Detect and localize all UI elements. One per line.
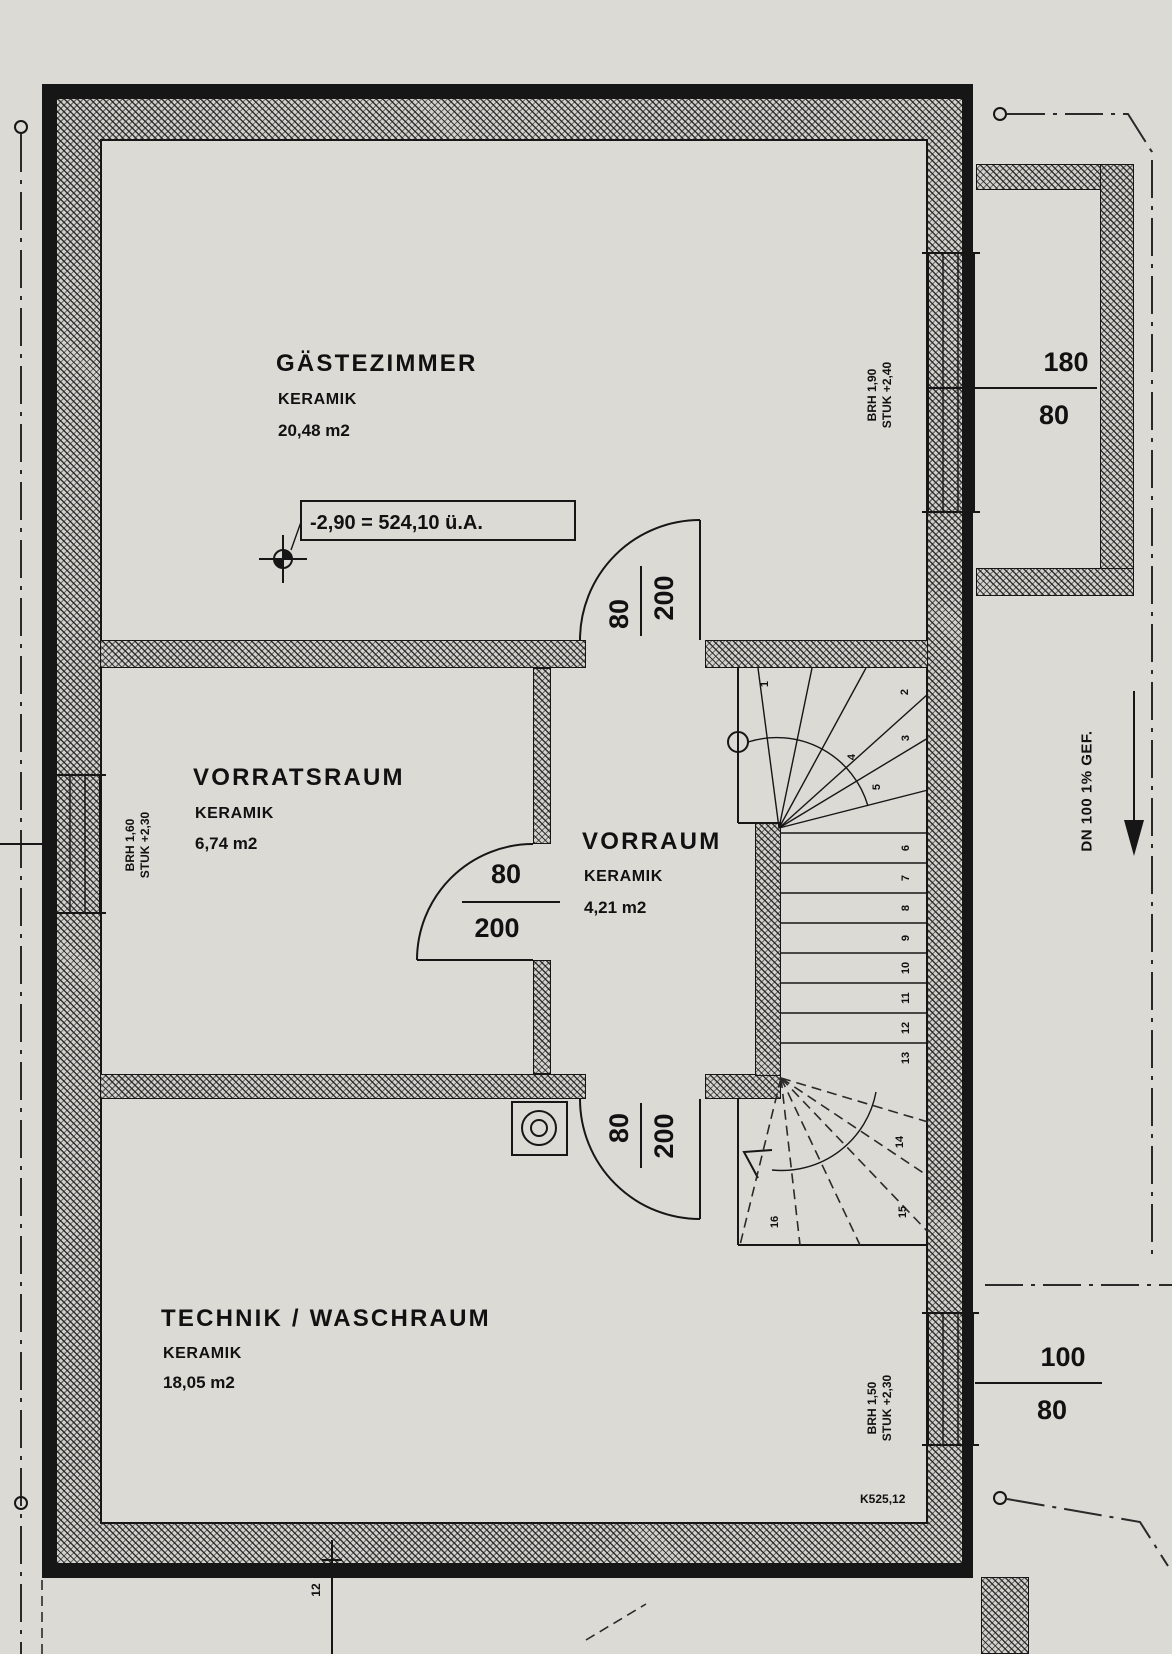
lightwell-wall-south: [976, 568, 1134, 596]
door-vorratsraum-swing-arc: [416, 843, 534, 961]
stair-step-number: 9: [900, 935, 912, 941]
window-technik-width: 100: [1040, 1342, 1085, 1372]
door-gaestezimmer-swing-arc: [579, 519, 701, 641]
axis-marker-top-right: [993, 107, 1007, 121]
floor-drain-icon: [511, 1101, 568, 1156]
room-vorraum-name: VORRAUM: [582, 828, 721, 855]
axis-line-east: [1007, 113, 1153, 1260]
corner-level-label: K525,12: [860, 1492, 906, 1506]
window-technik-height: 80: [1037, 1395, 1067, 1425]
door-technik-swing-arc: [579, 1098, 701, 1220]
stair-winder-line: [757, 667, 780, 829]
stair-winder-line-dashed: [780, 1077, 861, 1246]
door-gaestezimmer-width: 80: [604, 599, 634, 629]
door-vorratsraum-height: 200: [474, 913, 519, 943]
window-vorratsraum: [50, 774, 106, 914]
window-gaestezimmer-lintel: STUK +2,40: [880, 361, 894, 428]
door-gaestezimmer-height: 200: [649, 575, 679, 620]
lightwell-wall-east: [1100, 164, 1134, 596]
stair-winder-line: [778, 667, 867, 829]
window-gaestezimmer: [922, 252, 980, 513]
axis-12-label: 12: [309, 1583, 323, 1597]
room-technik-name: TECHNIK / WASCHRAUM: [161, 1305, 491, 1332]
stair-step-number: 4: [846, 753, 858, 760]
wall-gaestezimmer-south-east: [705, 640, 928, 668]
stair-step-number: 12: [900, 1022, 912, 1034]
window-gaestezimmer-width: 180: [1043, 347, 1088, 377]
level-marker-text: -2,90 = 524,10 ü.A.: [310, 512, 483, 534]
stair-winder-line: [778, 667, 813, 829]
door-technik-height: 200: [649, 1113, 679, 1158]
wall-technik-north-west: [100, 1074, 586, 1099]
axis-marker-bottom-left: [14, 1496, 28, 1510]
wall-gaestezimmer-south-west: [100, 640, 586, 668]
room-gaestezimmer-area: 20,48 m2: [278, 421, 350, 440]
stair-step-number: 6: [900, 845, 912, 851]
stair-direction-arrow-icon: [742, 1149, 773, 1179]
stair-winder-line-dashed: [780, 1077, 929, 1177]
room-gaestezimmer-name: GÄSTEZIMMER: [276, 350, 478, 377]
stair-walking-line-lower: [771, 1091, 877, 1172]
stair-step-number: 11: [900, 992, 912, 1004]
window-technik: [922, 1312, 979, 1446]
window-vorratsraum-lintel: STUK +2,30: [138, 811, 152, 878]
axis-line-south-east: [1006, 1498, 1169, 1567]
window-gaestezimmer-height: 80: [1039, 400, 1069, 430]
room-vorraum-floor: KERAMIK: [584, 868, 663, 885]
window-gaestezimmer-sill: BRH 1,90: [865, 368, 879, 421]
stair-winder-line-dashed: [780, 1077, 801, 1246]
stair-step-number: 13: [900, 1052, 912, 1064]
level-marker-leader: [290, 521, 302, 551]
stair-step-number: 16: [769, 1216, 781, 1228]
dashed-line-south: [585, 1603, 647, 1641]
level-marker-box: [300, 500, 576, 541]
room-technik-floor: KERAMIK: [163, 1345, 242, 1362]
room-vorraum-area: 4,21 m2: [584, 898, 646, 917]
stair-step-number: 2: [899, 689, 911, 695]
wall-vorrat-vorraum-upper: [533, 668, 551, 844]
window-technik-sill: BRH 1,50: [865, 1381, 879, 1434]
level-crosshair-icon: [259, 535, 307, 583]
room-technik-area: 18,05 m2: [163, 1373, 235, 1392]
room-gaestezimmer-floor: KERAMIK: [278, 391, 357, 408]
wall-technik-north-east: [705, 1074, 781, 1099]
stair-step-number: 14: [894, 1135, 906, 1148]
window-vorratsraum-sill: BRH 1,60: [123, 818, 137, 871]
stair-winder-line: [778, 737, 929, 829]
stair-step-number: 7: [900, 875, 912, 881]
room-vorratsraum-floor: KERAMIK: [195, 805, 274, 822]
stair-winder-line-dashed: [780, 1077, 929, 1123]
interior-floor: [100, 139, 928, 1524]
axis-marker-top-left: [14, 120, 28, 134]
window-technik-lintel: STUK +2,30: [880, 1374, 894, 1441]
stair-step-number: 8: [900, 905, 912, 911]
room-vorratsraum-name: VORRATSRAUM: [193, 764, 405, 791]
drain-arrow-down-icon: [1124, 820, 1144, 856]
stair-winder-line: [778, 693, 929, 829]
stair-step-number: 10: [900, 962, 912, 974]
stair-winder-line-dashed: [780, 1077, 929, 1233]
stair-walking-line-upper: [747, 736, 869, 807]
drain-pipe-note: DN 100 1% GEF.: [1079, 730, 1096, 851]
door-technik-width: 80: [604, 1113, 634, 1143]
wall-vorrat-vorraum-lower: [533, 960, 551, 1074]
door-vorratsraum-width: 80: [491, 859, 521, 889]
wall-vorraum-east: [755, 823, 781, 1076]
stair-step-number: 5: [871, 784, 883, 790]
stair-winder-line: [778, 789, 929, 829]
room-vorratsraum-area: 6,74 m2: [195, 834, 257, 853]
stair-step-number: 1: [759, 681, 771, 687]
stair-step-number: 3: [900, 735, 912, 741]
stair-winder-line-dashed: [739, 1077, 782, 1246]
stair-step-number: 15: [897, 1206, 909, 1218]
axis-marker-bottom-right: [993, 1491, 1007, 1505]
